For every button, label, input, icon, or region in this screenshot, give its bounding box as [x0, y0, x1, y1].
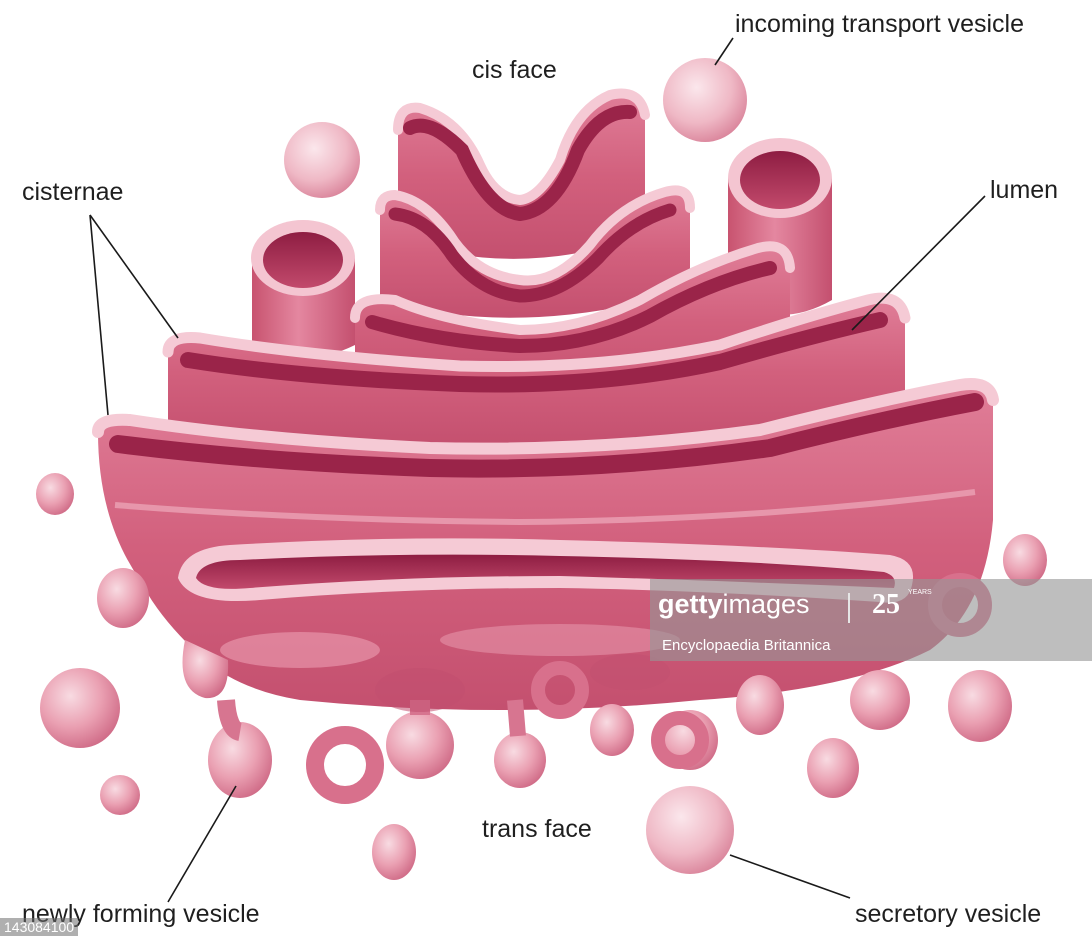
vesicle-left-small [36, 473, 74, 515]
vesicle-left-large [40, 668, 120, 748]
watermark-brand-light: images [723, 589, 810, 619]
vesicle-left-mid [97, 568, 149, 628]
leader-cisternae-b [90, 215, 178, 338]
vesicle-bottom [372, 824, 416, 880]
leader-lumen [852, 196, 985, 330]
label-cis-face: cis face [472, 58, 557, 83]
stock-image-id: 143084100 [0, 918, 78, 936]
incoming-transport-vesicle [663, 58, 747, 142]
label-secretory-vesicle: secretory vesicle [855, 902, 1041, 927]
vesicle-top-left [284, 122, 360, 198]
label-incoming-transport-vesicle: incoming transport vesicle [735, 12, 1024, 37]
getty-watermark: gettyimages 25 YEARS Encyclopaedia Brita… [650, 579, 1092, 661]
secretory-vesicle [646, 786, 734, 874]
watermark-anniversary-word: YEARS [908, 589, 932, 596]
watermark-brand-bold: getty [658, 589, 723, 619]
watermark-anniversary: 25 [872, 589, 900, 621]
leader-incoming [715, 38, 733, 65]
watermark-credit: Encyclopaedia Britannica [662, 637, 830, 654]
vesicle-right-mid [948, 670, 1012, 742]
leader-newly [168, 786, 236, 902]
vesicle-right-low [807, 738, 859, 798]
leader-cisternae-a [90, 215, 108, 415]
watermark-separator [848, 593, 850, 623]
label-trans-face: trans face [482, 817, 592, 842]
label-lumen: lumen [990, 178, 1058, 203]
watermark-brand: gettyimages [658, 589, 810, 620]
label-cisternae: cisternae [22, 180, 123, 205]
vesicle-left-low [100, 775, 140, 815]
leader-secretory [730, 855, 850, 898]
left-tubule [251, 220, 355, 359]
